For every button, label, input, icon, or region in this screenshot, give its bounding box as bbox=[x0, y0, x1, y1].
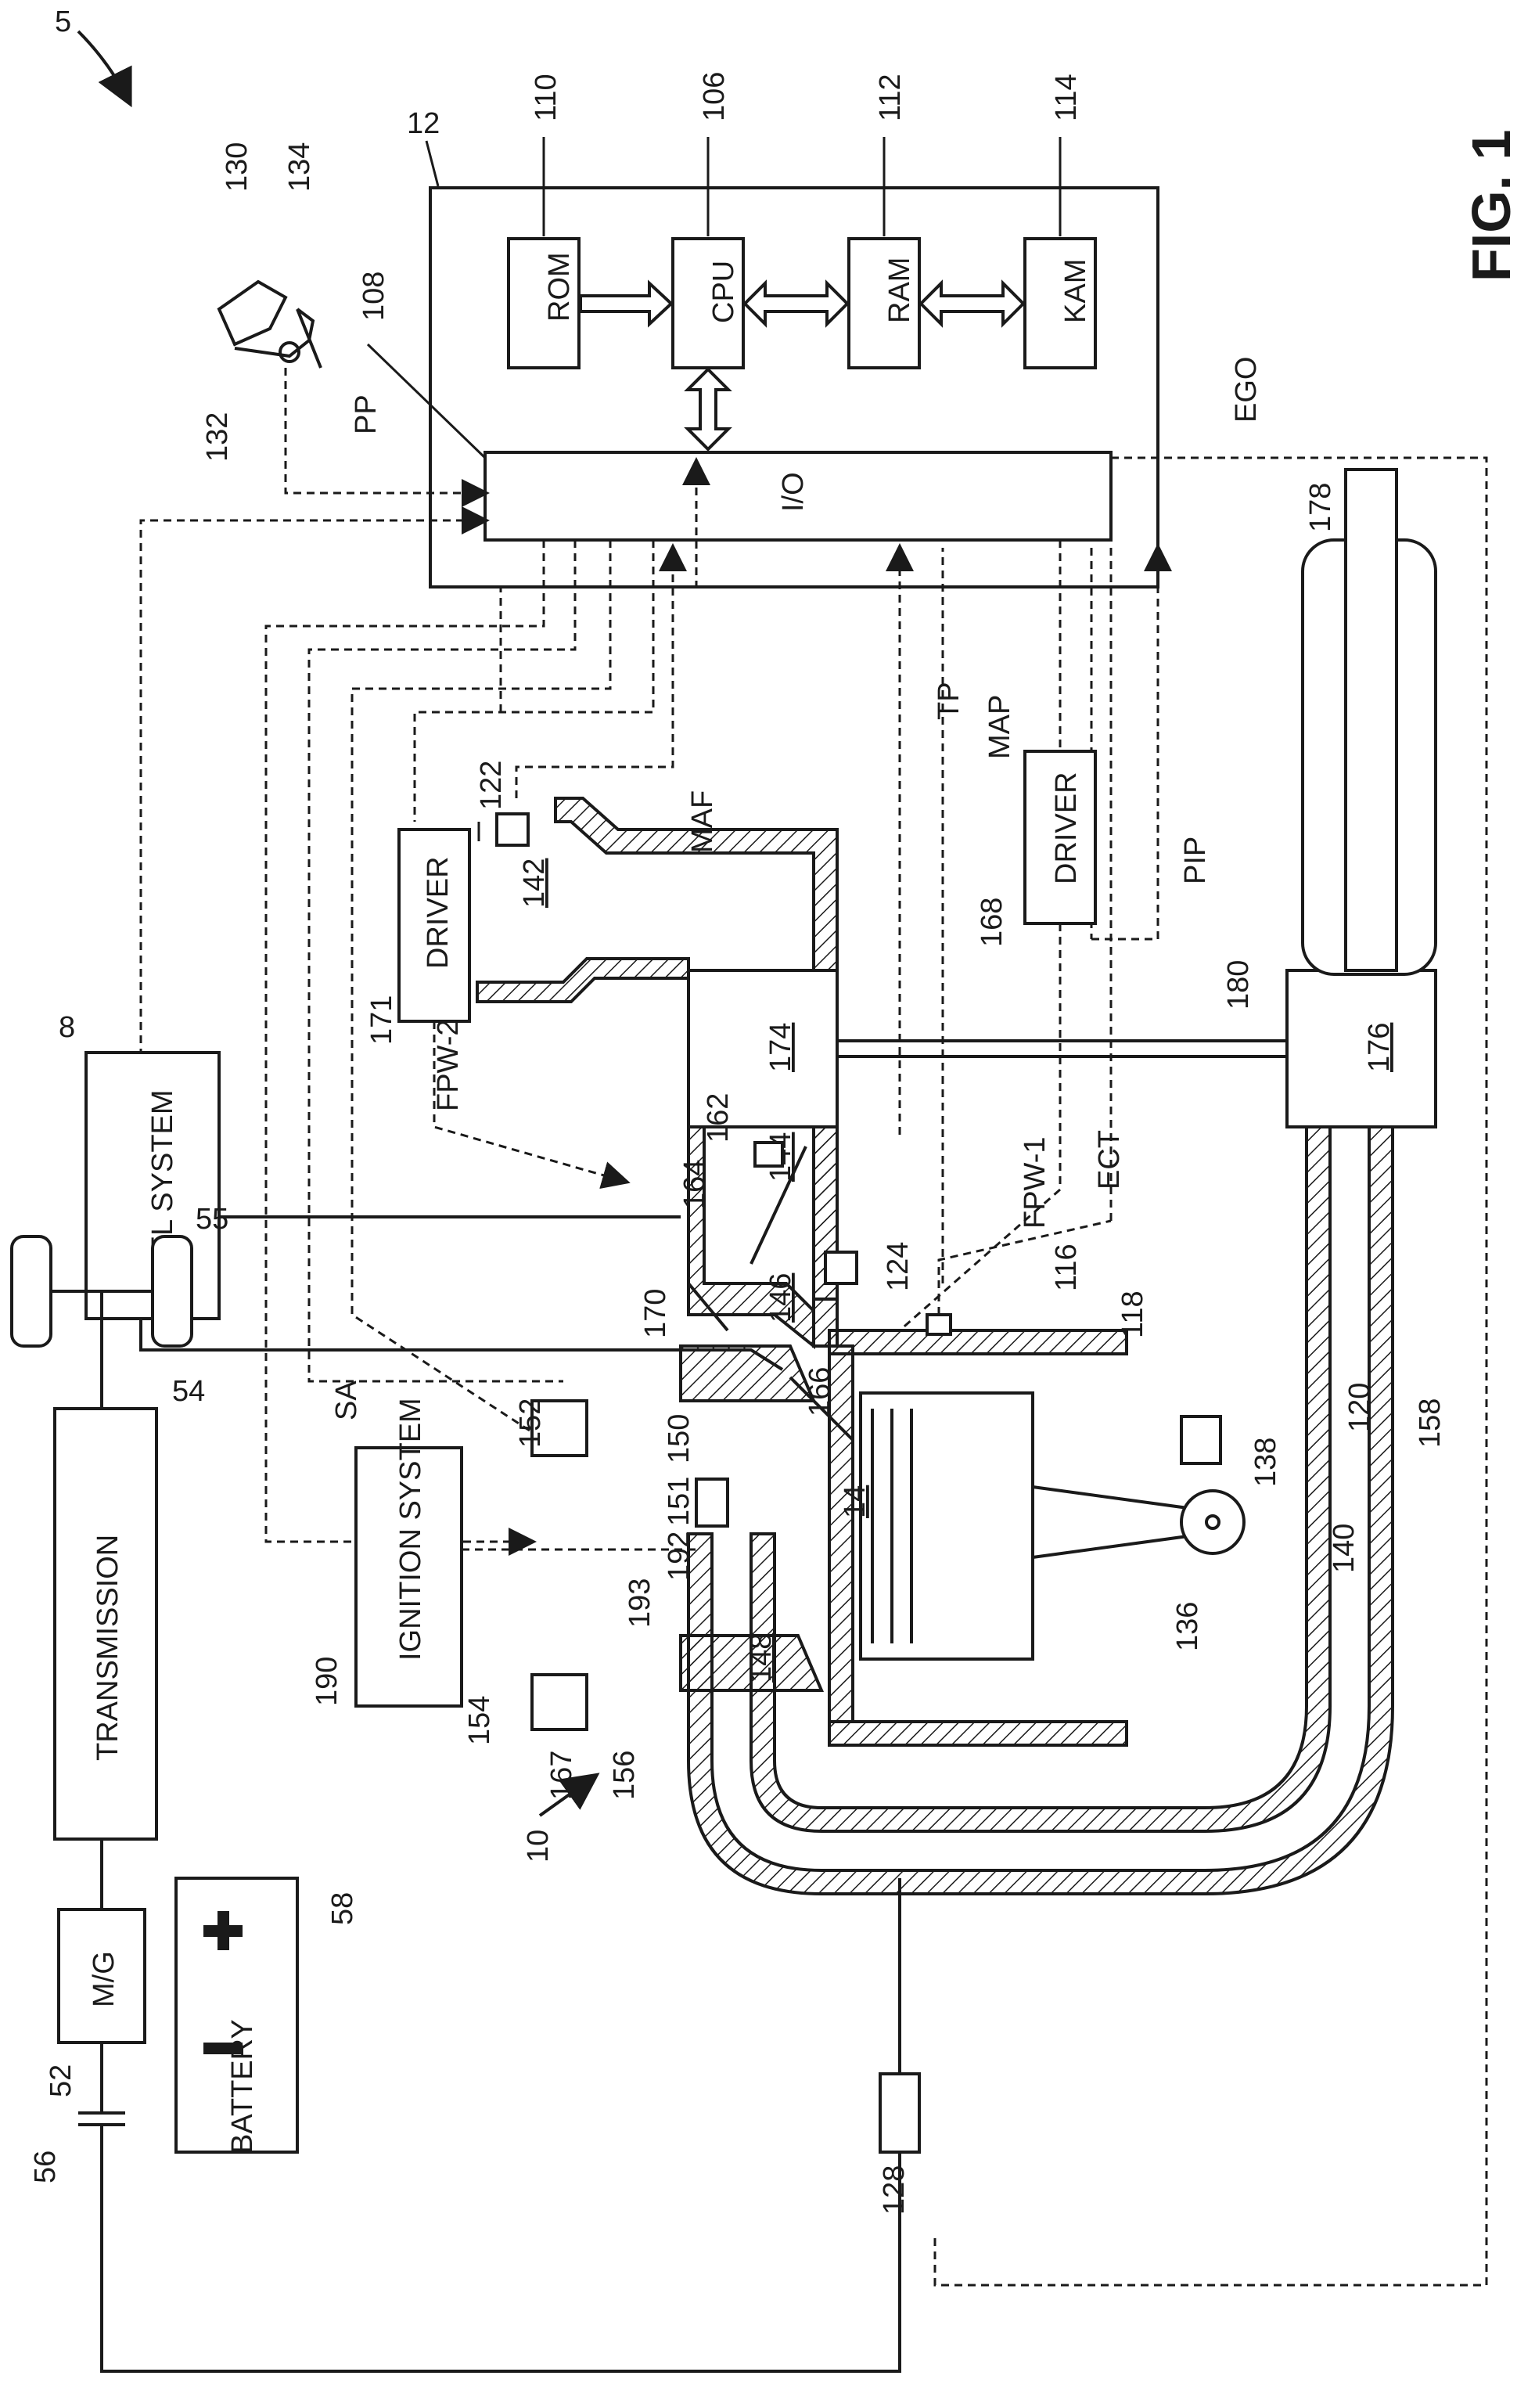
svg-text:171: 171 bbox=[365, 995, 398, 1045]
svg-text:PIP: PIP bbox=[1179, 837, 1212, 884]
svg-text:162: 162 bbox=[702, 1093, 735, 1143]
controller: 12 ROM CPU RAM KAM 110 106 112 114 I/O 1… bbox=[358, 72, 1158, 587]
svg-text:56: 56 bbox=[29, 2151, 62, 2183]
ego-sensor bbox=[880, 2074, 919, 2152]
svg-text:106: 106 bbox=[698, 72, 731, 121]
svg-text:154: 154 bbox=[463, 1696, 496, 1745]
svg-text:55: 55 bbox=[196, 1203, 228, 1236]
svg-text:174: 174 bbox=[764, 1023, 797, 1072]
svg-text:FPW-2: FPW-2 bbox=[432, 1019, 465, 1111]
svg-text:BATTERY: BATTERY bbox=[226, 2019, 259, 2154]
system-reference: 5 bbox=[55, 5, 129, 102]
svg-text:FPW-1: FPW-1 bbox=[1019, 1136, 1051, 1229]
svg-text:14: 14 bbox=[839, 1485, 872, 1518]
piston bbox=[861, 1393, 1033, 1659]
svg-text:KAM: KAM bbox=[1059, 259, 1092, 323]
svg-text:178: 178 bbox=[1304, 483, 1337, 532]
svg-text:151: 151 bbox=[663, 1477, 696, 1526]
svg-text:PP: PP bbox=[350, 394, 383, 434]
svg-text:136: 136 bbox=[1171, 1602, 1204, 1651]
turbine-box bbox=[1287, 970, 1436, 1127]
svg-text:152: 152 bbox=[514, 1398, 547, 1448]
svg-text:128: 128 bbox=[878, 2165, 911, 2215]
svg-text:140: 140 bbox=[1328, 1524, 1361, 1573]
svg-text:176: 176 bbox=[1363, 1023, 1396, 1072]
svg-text:168: 168 bbox=[976, 898, 1008, 947]
spark-plug bbox=[696, 1479, 728, 1526]
svg-text:164: 164 bbox=[678, 1160, 711, 1209]
figure-title: FIG. 1 bbox=[1461, 130, 1522, 282]
svg-text:170: 170 bbox=[639, 1289, 672, 1338]
svg-text:SA: SA bbox=[330, 1380, 363, 1420]
svg-text:124: 124 bbox=[882, 1242, 915, 1291]
svg-text:146: 146 bbox=[764, 1273, 797, 1323]
svg-text:10: 10 bbox=[522, 1830, 555, 1863]
svg-text:RAM: RAM bbox=[883, 257, 916, 323]
ect-sensor bbox=[927, 1315, 951, 1334]
valve-actuator-154 bbox=[532, 1675, 587, 1730]
svg-text:52: 52 bbox=[45, 2064, 77, 2097]
svg-text:CPU: CPU bbox=[707, 261, 740, 323]
svg-text:158: 158 bbox=[1414, 1398, 1447, 1448]
svg-text:122: 122 bbox=[475, 761, 508, 810]
svg-text:ECT: ECT bbox=[1093, 1130, 1126, 1190]
svg-text:150: 150 bbox=[663, 1414, 696, 1463]
svg-text:120: 120 bbox=[1343, 1383, 1376, 1432]
svg-text:TRANSMISSION: TRANSMISSION bbox=[92, 1535, 124, 1761]
driver-171: DRIVER 171 FPW-2 bbox=[365, 830, 626, 1182]
svg-text:108: 108 bbox=[358, 272, 390, 321]
svg-text:I/O: I/O bbox=[777, 472, 810, 512]
svg-text:190: 190 bbox=[311, 1657, 343, 1706]
svg-text:138: 138 bbox=[1249, 1438, 1282, 1487]
svg-text:DRIVER: DRIVER bbox=[1050, 772, 1083, 884]
svg-text:12: 12 bbox=[407, 107, 440, 140]
svg-text:TP: TP bbox=[933, 682, 965, 720]
svg-text:5: 5 bbox=[55, 5, 71, 38]
svg-text:134: 134 bbox=[283, 142, 316, 192]
intake-system: 142 122 174 144 162 164 146 124 bbox=[475, 761, 915, 1346]
svg-text:193: 193 bbox=[624, 1578, 656, 1628]
svg-text:58: 58 bbox=[326, 1892, 359, 1925]
svg-text:192: 192 bbox=[663, 1532, 696, 1581]
svg-text:180: 180 bbox=[1222, 960, 1255, 1010]
svg-text:132: 132 bbox=[201, 412, 234, 462]
svg-text:54: 54 bbox=[172, 1375, 205, 1408]
svg-text:DRIVER: DRIVER bbox=[422, 856, 455, 969]
svg-text:110: 110 bbox=[530, 74, 563, 121]
svg-text:116: 116 bbox=[1050, 1244, 1083, 1291]
svg-text:130: 130 bbox=[221, 142, 253, 192]
svg-text:M/G: M/G bbox=[88, 1951, 120, 2007]
svg-text:118: 118 bbox=[1116, 1290, 1149, 1338]
ignition-system: IGNITION SYSTEM 190 bbox=[311, 1398, 696, 1706]
svg-text:142: 142 bbox=[518, 858, 551, 908]
svg-text:EGO: EGO bbox=[1230, 357, 1263, 423]
svg-text:156: 156 bbox=[608, 1751, 641, 1800]
engine-cylinder: 14 120 140 138 136 118 116 ECT 166 170 1… bbox=[463, 1130, 1376, 1800]
svg-text:8: 8 bbox=[59, 1011, 75, 1044]
map-sensor bbox=[825, 1252, 857, 1283]
svg-text:IGNITION SYSTEM: IGNITION SYSTEM bbox=[394, 1398, 427, 1661]
svg-text:112: 112 bbox=[874, 74, 907, 121]
svg-text:114: 114 bbox=[1050, 74, 1083, 121]
svg-text:MAP: MAP bbox=[983, 695, 1016, 759]
svg-text:166: 166 bbox=[803, 1367, 836, 1416]
svg-text:ROM: ROM bbox=[543, 252, 576, 322]
